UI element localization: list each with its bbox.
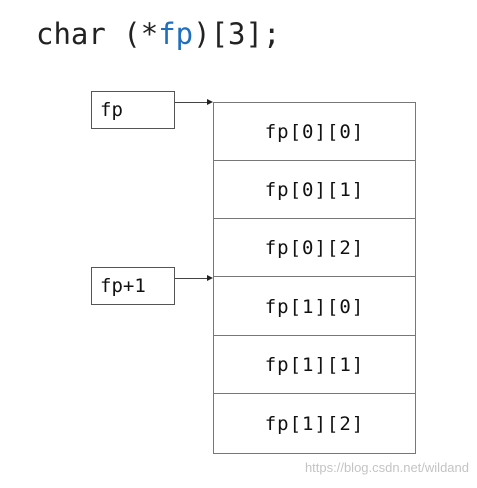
watermark-text: https://blog.csdn.net/wildand bbox=[304, 460, 469, 475]
declaration-suffix: )[3]; bbox=[193, 17, 281, 51]
pointer-box-fp-plus-1: fp+1 bbox=[91, 267, 175, 305]
array-cell-0-2: fp[0][2] bbox=[214, 219, 415, 277]
arrow-head-fp-plus-1 bbox=[207, 275, 213, 281]
arrow-head-fp bbox=[207, 99, 213, 105]
array-memory-block: fp[0][0] fp[0][1] fp[0][2] fp[1][0] fp[1… bbox=[213, 102, 416, 454]
declaration-code: char (*fp)[3]; bbox=[36, 14, 280, 54]
declaration-prefix: char (* bbox=[36, 17, 159, 51]
arrow-line-fp-plus-1 bbox=[175, 278, 207, 279]
array-cell-1-1: fp[1][1] bbox=[214, 336, 415, 394]
array-cell-0-1: fp[0][1] bbox=[214, 161, 415, 219]
array-cell-0-0: fp[0][0] bbox=[214, 103, 415, 161]
declaration-identifier: fp bbox=[158, 17, 194, 51]
array-cell-1-0: fp[1][0] bbox=[214, 278, 415, 336]
pointer-box-fp: fp bbox=[91, 91, 175, 129]
array-cell-1-2: fp[1][2] bbox=[264, 413, 365, 435]
arrow-line-fp bbox=[175, 102, 207, 103]
